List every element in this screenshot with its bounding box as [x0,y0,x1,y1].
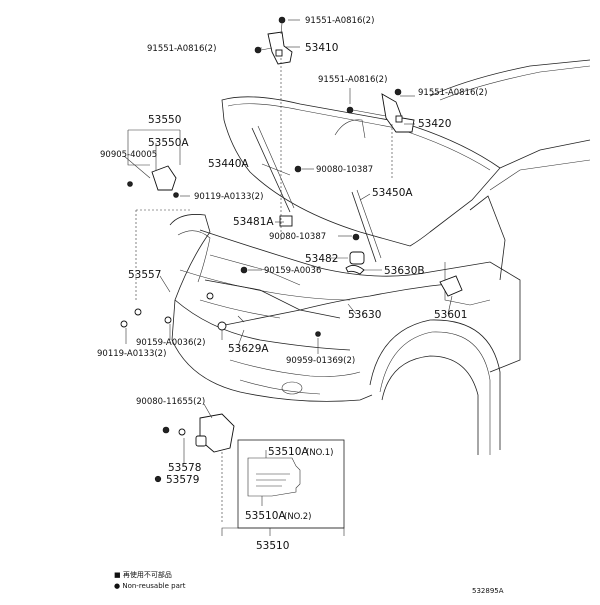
label-90119-a0133-top: 90119-A0133(2) [194,192,263,202]
leader-lines [123,19,453,536]
label-90080-10387-b: 90080-10387 [269,232,326,242]
label-90080-10387-a: 90080-10387 [316,165,373,175]
label-91551-a0816-mid: 91551-A0816(2) [318,75,387,85]
label-53510: 53510 [256,540,289,552]
label-53630b: 53630B [384,265,425,277]
label-90905-40005: 90905-40005 [100,150,157,160]
label-91551-a0816-left: 91551-A0816(2) [147,44,216,54]
label-90159-a0036-2: 90159-A0036(2) [136,338,205,348]
hood-support-rod-53450A [351,189,382,263]
label-53510a-no1: 53510A [268,446,309,458]
hood-stay-holder-53482 [345,251,365,275]
label-90159-a0036: 90159-A0036 [264,266,321,276]
label-53420: 53420 [418,118,451,130]
label-53579: 53579 [166,474,199,486]
label-53630: 53630 [348,309,381,321]
label-53481a: 53481A [233,216,274,228]
label-53629a: 53629A [228,343,269,355]
hood-release-cable-53630 [217,275,463,337]
label-53578: 53578 [168,462,201,474]
hood-lock-assy-53550 [127,165,179,198]
hood-hinge-left [254,16,293,65]
label-53482: 53482 [305,253,338,265]
figure-code: 532895A [472,587,504,595]
vehicle-body-outline [169,59,591,455]
label-53601: 53601 [434,309,467,321]
label-90959-01369: 90959-01369(2) [286,356,355,366]
label-53510a-no1-suffix: (NO.1) [306,448,333,458]
hood-hinge-right [346,88,415,133]
legend-line-1: ■ 再使用不可部品 [114,570,172,579]
label-91551-a0816-right: 91551-A0816(2) [418,88,487,98]
fasteners-radiator-support [120,266,248,328]
label-53550a: 53550A [148,137,189,149]
hood-support-rod-53440A [251,125,295,213]
hood-hold-open-clip [279,165,360,241]
label-53510a-no2: 53510A [245,510,286,522]
label-53410: 53410 [305,42,338,54]
label-53510a-no2-suffix: (NO.2) [284,512,311,522]
label-53550: 53550 [148,114,181,126]
label-53450a: 53450A [372,187,413,199]
hood-lock-assy-53510 [154,413,235,483]
label-90119-a0133-bottom: 90119-A0133(2) [97,349,166,359]
legend-line-2: ● Non-reusable part [114,582,186,590]
label-90080-11655: 90080-11655(2) [136,397,205,407]
label-91551-a0816-top: 91551-A0816(2) [305,16,374,26]
inset-label-box [237,439,345,529]
label-53440a: 53440A [208,158,249,170]
label-53557: 53557 [128,269,161,281]
non-reusable-marker-icon [154,475,162,483]
